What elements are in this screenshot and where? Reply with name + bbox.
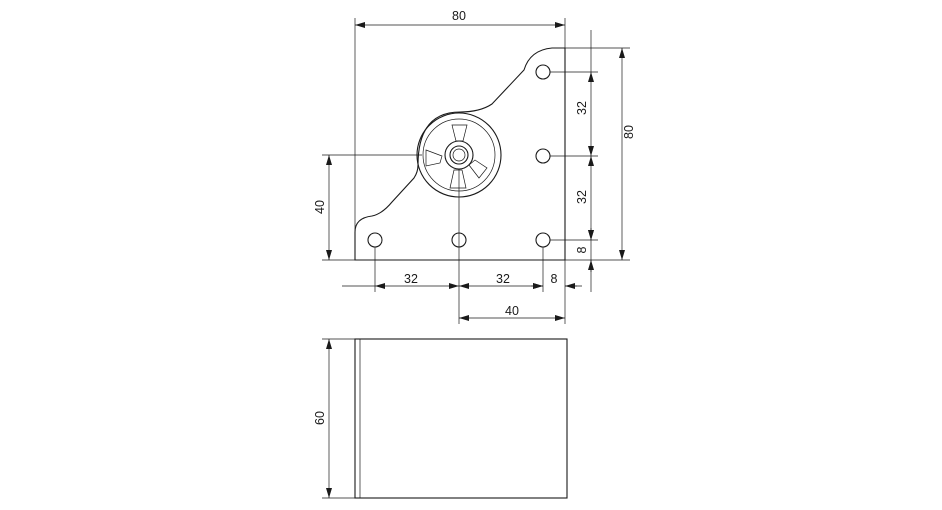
- top-view: 80 80 32 32 8 40 32 32 8 40: [313, 9, 636, 324]
- mounting-hole-bottom-right: [535, 232, 551, 248]
- dim-text-overall-width: 80: [452, 9, 466, 23]
- adjuster-bore-outer: [444, 140, 474, 170]
- dim-text-overall-height: 80: [622, 125, 636, 139]
- dim-text-horizontal-left: 32: [404, 272, 418, 286]
- adjuster-bore-inner: [449, 145, 469, 165]
- mounting-plate-outline: [354, 47, 566, 261]
- adjuster-bore-core: [452, 148, 466, 162]
- dim-text-vertical-top: 32: [575, 101, 589, 115]
- dim-text-vertical-bottom: 8: [575, 246, 589, 253]
- mounting-hole-bottom-left: [367, 232, 383, 248]
- side-view: 60: [313, 338, 568, 499]
- dim-text-horizontal-right: 8: [551, 272, 558, 286]
- mounting-hole-top-right: [535, 64, 551, 80]
- extension-lines-top-view: [322, 18, 630, 324]
- dim-text-horizontal-mid: 32: [496, 272, 510, 286]
- adjuster-ribs: [425, 124, 488, 189]
- mounting-hole-middle-right: [535, 148, 551, 164]
- dim-text-vertical-mid: 32: [575, 190, 589, 204]
- leg-body: [354, 338, 568, 499]
- dim-text-leg-height: 60: [313, 411, 327, 425]
- dim-text-center-vertical: 40: [313, 200, 327, 214]
- dim-text-center-horizontal: 40: [505, 304, 519, 318]
